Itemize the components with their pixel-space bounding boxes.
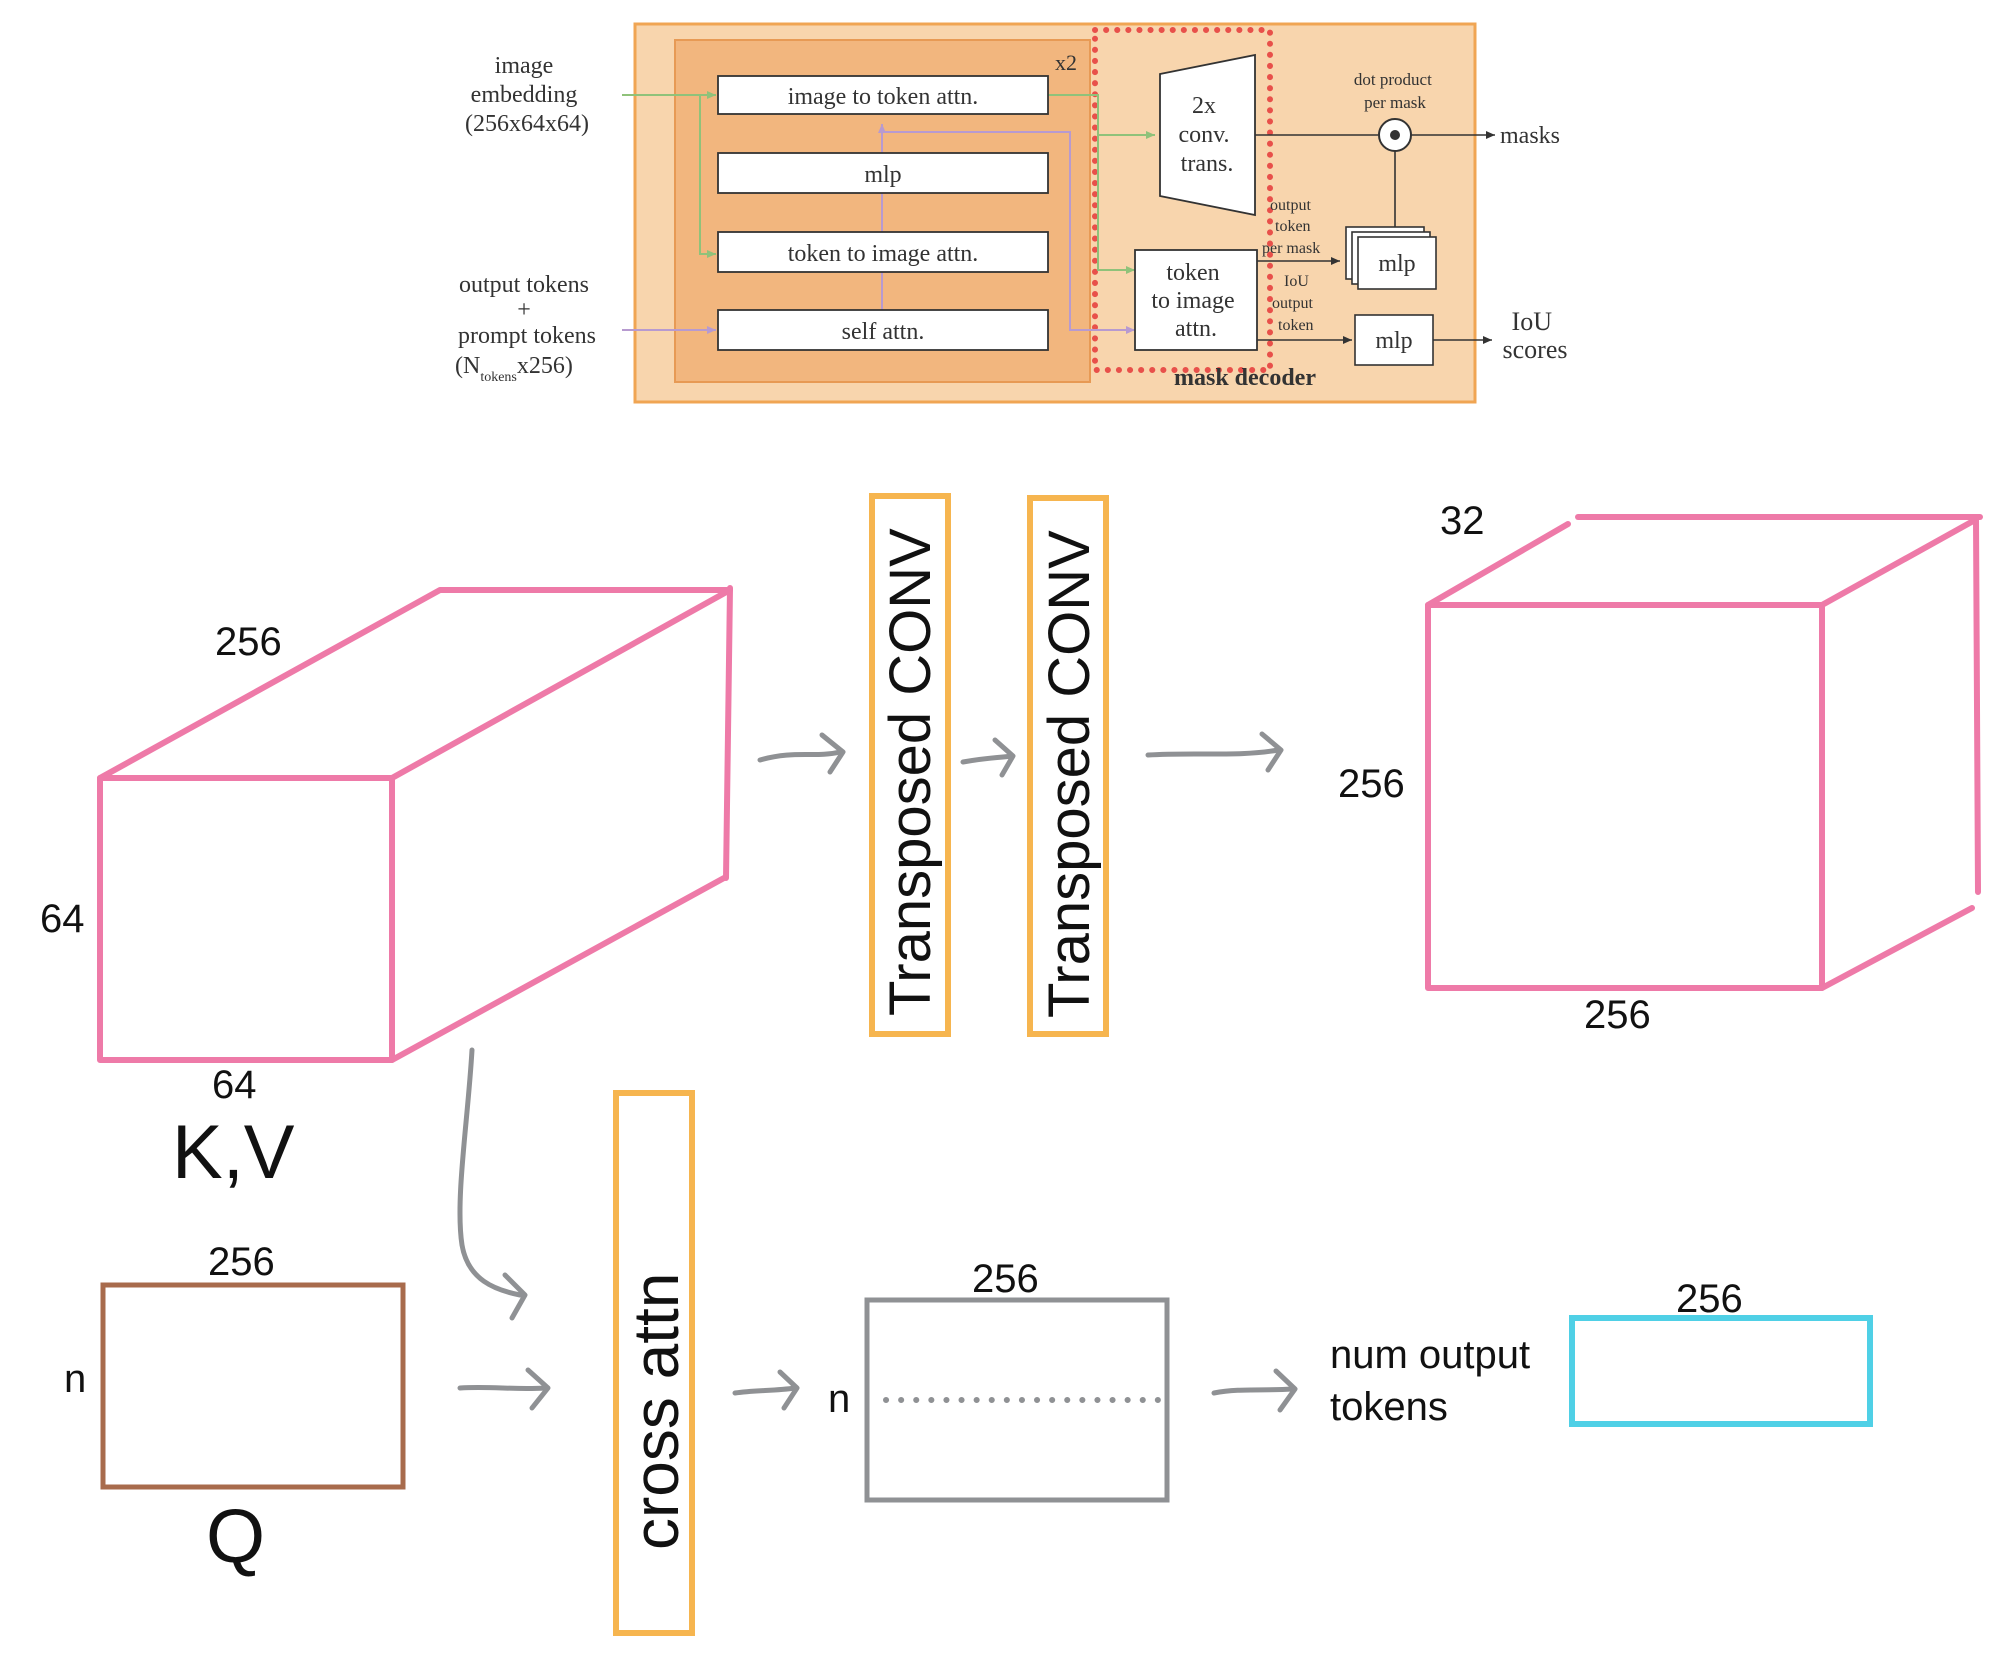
svg-text:mlp: mlp bbox=[1375, 328, 1412, 354]
arrow-kv-to-cross-attn bbox=[457, 1047, 528, 1321]
svg-text:mlp: mlp bbox=[864, 162, 901, 188]
dot-product-node: dot product per mask bbox=[1255, 70, 1495, 232]
result-matrix: 256 n bbox=[828, 1257, 1170, 1503]
ntokens-label: (Ntokensx256) bbox=[455, 353, 573, 385]
q-label: Q bbox=[206, 1494, 265, 1579]
svg-text:dot product per mask: dot product per mask bbox=[1354, 70, 1436, 112]
self-attn-block: self attn. bbox=[717, 309, 1049, 351]
svg-text:self attn.: self attn. bbox=[842, 319, 925, 345]
output-token-per-mask-text: output token per mask bbox=[1262, 197, 1320, 257]
arrow-to-output-cube bbox=[1145, 731, 1284, 773]
kv-label: K,V bbox=[172, 1110, 295, 1195]
transposed-conv-box-1: Transposed CONV bbox=[869, 493, 951, 1037]
token-to-image-attn-block: token to image attn. bbox=[717, 231, 1049, 273]
arrow-result-to-tokens bbox=[1211, 1368, 1298, 1413]
arrow-to-transposed-conv bbox=[757, 732, 846, 775]
conv-trans-block: 2x conv. trans. bbox=[1159, 53, 1256, 217]
output-side-dim: 256 bbox=[1338, 762, 1405, 806]
output-bottom-dim: 256 bbox=[1584, 993, 1651, 1037]
cross-attn-box: cross attn bbox=[613, 1090, 695, 1636]
mask-decoder-label: mask decoder bbox=[1174, 365, 1316, 391]
transposed-conv-box-2: Transposed CONV bbox=[1027, 495, 1109, 1037]
kv-bottom-dim: 64 bbox=[212, 1063, 257, 1107]
masks-label: masks bbox=[1500, 123, 1560, 149]
num-output-tokens-label: num output tokens bbox=[1330, 1333, 1541, 1429]
output-top-dim: 32 bbox=[1440, 499, 1485, 543]
mask-decoder-figure: image embedding (256x64x64) output token… bbox=[455, 22, 1568, 404]
q-top-dim: 256 bbox=[208, 1240, 275, 1284]
output-cube: 32 256 256 bbox=[1338, 499, 1983, 1037]
repeat-x2-label: x2 bbox=[1055, 50, 1077, 75]
svg-text:Transposed CONV: Transposed CONV bbox=[878, 528, 943, 1016]
svg-text:mlp: mlp bbox=[1378, 251, 1415, 277]
q-side-dim: n bbox=[64, 1357, 86, 1401]
svg-text:2x conv. trans: 2x conv. trans. bbox=[1178, 93, 1235, 177]
iou-output-token-text: IoU output token bbox=[1272, 273, 1317, 334]
image-embedding-label: image embedding (256x64x64) bbox=[465, 53, 589, 137]
kv-cube: 256 64 64 K,V bbox=[40, 585, 733, 1195]
svg-text:cross attn: cross attn bbox=[620, 1273, 692, 1550]
decoder-dotted-region bbox=[1092, 27, 1273, 373]
arrow-q-to-cross-attn bbox=[457, 1367, 551, 1411]
svg-text:token to image: token to image attn. bbox=[1151, 260, 1240, 342]
output-tokens-label: output tokens + prompt tokens bbox=[458, 272, 596, 349]
kv-side-dim: 64 bbox=[40, 897, 85, 941]
kv-top-dim: 256 bbox=[215, 620, 282, 664]
svg-text:token to image attn.: token to image attn. bbox=[788, 241, 979, 267]
iou-mlp-block: mlp bbox=[1354, 314, 1492, 366]
mask-mlp-stack: mlp bbox=[1345, 226, 1437, 290]
result-top-dim: 256 bbox=[972, 1257, 1039, 1301]
mlp-block: mlp bbox=[717, 152, 1049, 194]
svg-text:Transposed CONV: Transposed CONV bbox=[1037, 530, 1102, 1018]
svg-text:image to token attn.: image to token attn. bbox=[788, 84, 979, 110]
iou-scores-label: IoU scores bbox=[1503, 307, 1568, 364]
image-embedding-lines bbox=[622, 91, 1155, 274]
token-to-image-attn-2-block: token to image attn. bbox=[1134, 249, 1258, 351]
token-top-dim: 256 bbox=[1676, 1277, 1743, 1321]
q-matrix: 256 n Q bbox=[64, 1240, 406, 1579]
arrow-cross-attn-to-result bbox=[732, 1369, 800, 1411]
image-to-token-attn-block: image to token attn. bbox=[717, 75, 1049, 115]
output-token-matrix: 256 bbox=[1569, 1277, 1873, 1427]
result-side-dim: n bbox=[828, 1377, 850, 1421]
arrow-between-convs bbox=[960, 737, 1016, 778]
